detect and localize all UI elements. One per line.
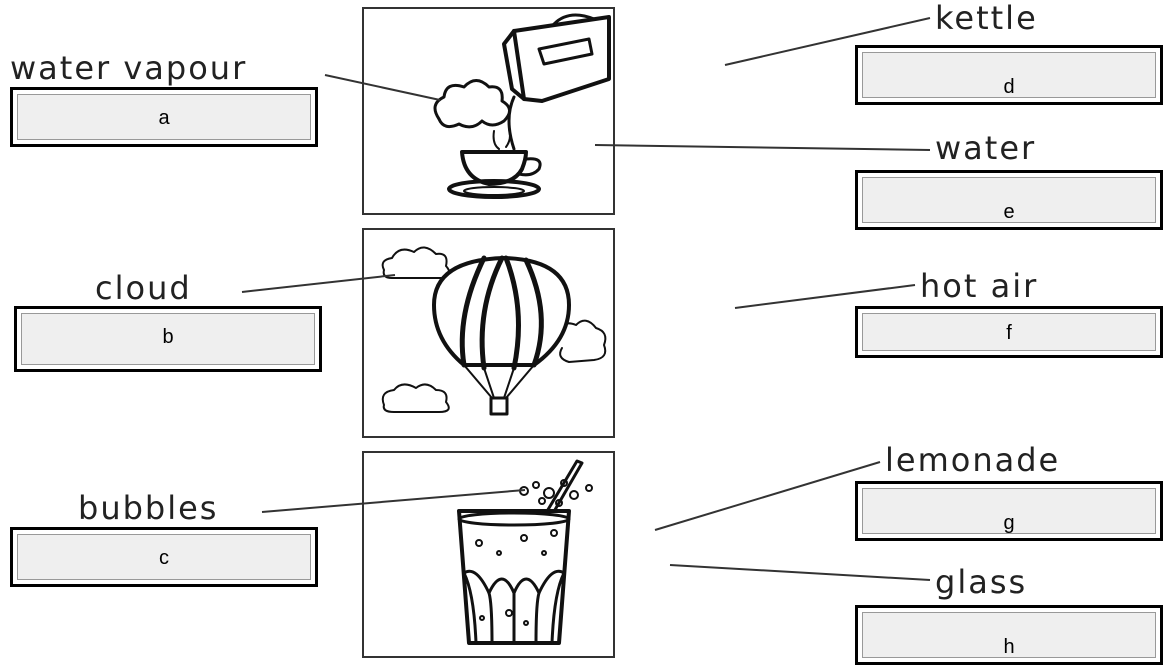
answer-box-c[interactable]: c xyxy=(10,527,318,587)
leader-line-water xyxy=(594,144,931,151)
label-hot-air: hot air xyxy=(920,267,1039,305)
answer-box-letter: d xyxy=(1003,76,1015,98)
label-kettle: kettle xyxy=(935,0,1038,37)
label-water-vapour: water vapour xyxy=(10,49,248,87)
leader-line-kettle xyxy=(724,17,931,66)
leader-line-water-vapour xyxy=(324,74,441,101)
answer-box-e[interactable]: e xyxy=(855,170,1163,230)
leader-line-cloud xyxy=(241,274,396,293)
answer-box-letter: e xyxy=(1003,201,1015,223)
label-water: water xyxy=(935,129,1037,167)
answer-box-d[interactable]: d xyxy=(855,45,1163,105)
balloon-panel xyxy=(362,228,615,438)
answer-box-letter: h xyxy=(1003,636,1015,658)
label-bubbles: bubbles xyxy=(78,489,219,527)
answer-box-letter: c xyxy=(159,547,169,569)
label-glass: glass xyxy=(935,563,1028,601)
answer-box-a[interactable]: a xyxy=(10,87,318,147)
label-lemonade: lemonade xyxy=(885,441,1061,479)
answer-box-letter: g xyxy=(1003,512,1015,534)
answer-box-g[interactable]: g xyxy=(855,481,1163,541)
answer-box-letter: a xyxy=(158,107,170,129)
leader-line-hot-air xyxy=(734,284,916,309)
answer-box-letter: b xyxy=(162,326,174,348)
leader-line-bubbles xyxy=(261,489,526,513)
hot-air-balloon-icon xyxy=(381,246,607,416)
leader-line-lemonade xyxy=(654,461,881,531)
answer-box-letter: f xyxy=(1006,322,1012,344)
answer-box-h[interactable]: h xyxy=(855,605,1163,665)
answer-box-f[interactable]: f xyxy=(855,306,1163,358)
kettle-panel xyxy=(362,7,615,215)
kettle-pouring-into-cup-icon xyxy=(433,13,611,199)
answer-box-b[interactable]: b xyxy=(14,306,322,372)
lemonade-glass-icon xyxy=(457,459,593,645)
lemonade-panel xyxy=(362,451,615,658)
label-cloud: cloud xyxy=(95,269,192,307)
leader-line-glass xyxy=(669,564,931,581)
